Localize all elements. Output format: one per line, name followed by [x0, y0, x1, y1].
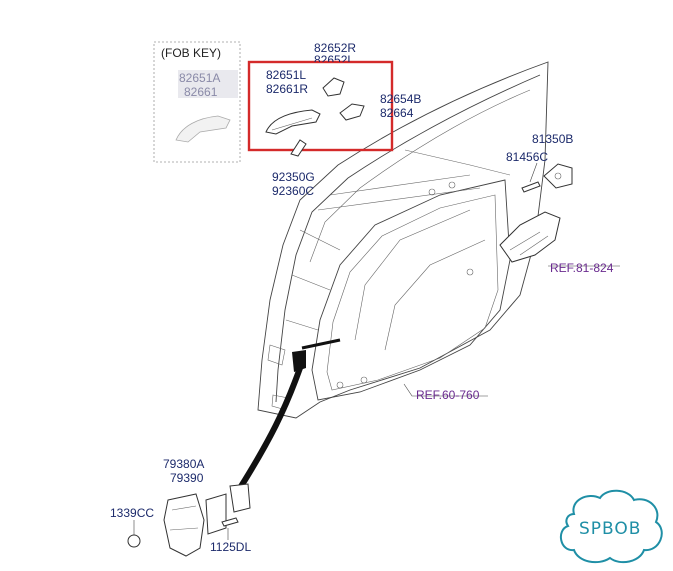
- label-81456c: 81456C: [506, 150, 548, 164]
- watermark-text: SPBOB: [579, 519, 641, 539]
- highlight-box: [247, 60, 394, 152]
- door-shell: [257, 61, 549, 419]
- label-1125dl: 1125DL: [210, 540, 251, 554]
- trim-92350: [290, 139, 307, 157]
- label-82661r: 82661R: [266, 82, 308, 96]
- handle-cap-82654: [339, 103, 365, 121]
- ref-latch: REF.81-824: [550, 261, 614, 275]
- watermark-logo: SPBOB: [559, 489, 663, 564]
- label-82652l-cut: 82652L: [314, 53, 354, 67]
- ref-door: REF.60-760: [416, 388, 480, 402]
- fob-key-title: (FOB KEY): [161, 46, 221, 60]
- label-82664: 82664: [380, 106, 414, 120]
- label-92360c: 92360C: [272, 184, 314, 198]
- striker-81350: [543, 163, 573, 189]
- door-latch-assembly: [499, 211, 561, 263]
- check-strap-arm: [237, 338, 341, 490]
- svg-text:82652L: 82652L: [314, 53, 354, 67]
- label-79390: 79390: [170, 471, 204, 485]
- door-checker: [127, 483, 251, 557]
- label-1339cc: 1339CC: [110, 506, 154, 520]
- label-92350g: 92350G: [272, 170, 315, 184]
- fob-part-b: 82661: [184, 85, 218, 99]
- label-82654b: 82654B: [380, 92, 421, 106]
- outside-handle: [265, 109, 321, 135]
- bolt-81456: [521, 181, 541, 193]
- fob-part-a: 82651A: [179, 71, 220, 85]
- label-82652r: 82652R: [314, 41, 356, 55]
- fob-key-box: (FOB KEY) 82651A 82661: [153, 41, 241, 163]
- label-81350b: 81350B: [532, 132, 573, 146]
- label-79380a: 79380A: [163, 457, 204, 471]
- handle-cover-82652: [322, 77, 345, 97]
- label-82651l: 82651L: [266, 68, 306, 82]
